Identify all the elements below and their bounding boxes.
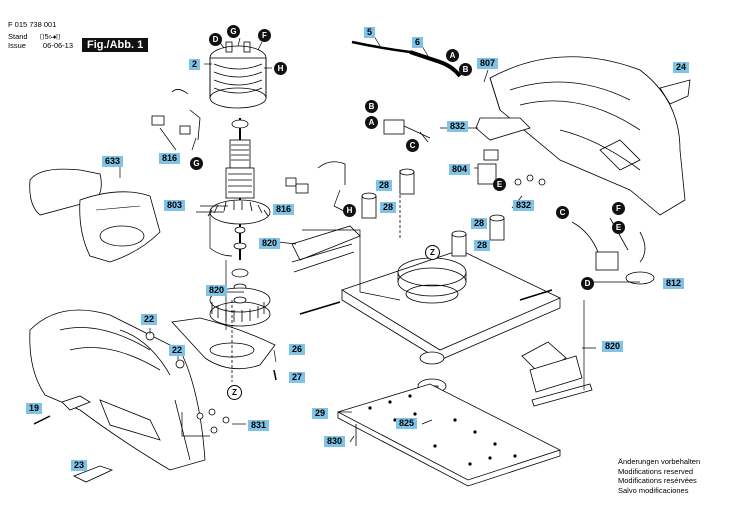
part-label-28-d: 28: [474, 240, 491, 251]
base-plate-drawing: [299, 170, 561, 361]
doc-number: F 015 738 001: [8, 20, 57, 29]
part-label-28-c: 28: [471, 218, 488, 229]
part-label-22-a: 22: [141, 314, 158, 325]
fan-drawing: [209, 268, 271, 327]
part-label-832-a: 831: [248, 420, 270, 431]
part-label-29: 29: [312, 408, 329, 419]
part-label-22-b: 22: [169, 345, 186, 356]
part-label-24: 24: [673, 62, 690, 73]
zoom-marker-z: Z: [425, 245, 440, 260]
note-line-en: Modifications reserved: [618, 466, 694, 476]
issue-label: Issue: [8, 41, 26, 50]
part-label-21: 832: [447, 121, 469, 132]
brushes-drawing: [151, 89, 346, 194]
zoom-marker-z-2: Z: [227, 385, 242, 400]
part-label-6: 6: [412, 37, 424, 48]
note-line-es: Salvo modificaciones: [618, 485, 689, 495]
part-label-807: 807: [477, 58, 499, 69]
part-label-804: 804: [449, 164, 471, 175]
connector-d-2: D: [581, 277, 594, 290]
cord-drawing: [351, 40, 462, 78]
part-label-23: 23: [71, 460, 88, 471]
housing-left-drawing: [29, 309, 206, 471]
issue-date: 06-06-13: [43, 41, 74, 50]
part-label-816-a: 816: [159, 153, 181, 164]
connector-b-2: B: [365, 100, 378, 113]
sanding-pad-drawing: [336, 383, 562, 487]
cover-drawing: [475, 117, 531, 141]
connector-g-2: G: [190, 157, 203, 170]
switch-drawing: [383, 119, 431, 143]
part-label-812: 812: [663, 278, 685, 289]
part-label-28-a: 28: [376, 180, 393, 191]
shroud-drawing: [171, 300, 276, 382]
module-drawing: [571, 217, 655, 285]
connector-a-2: A: [365, 116, 378, 129]
connector-a: A: [446, 49, 459, 62]
housing-right-drawing: [489, 56, 686, 216]
part-label-27: 27: [289, 372, 306, 383]
stand-label: Stand: [8, 32, 28, 41]
connector-c-2: C: [556, 206, 569, 219]
stand-mark: ⌷5⊶⌷: [40, 32, 61, 41]
connector-d: D: [209, 33, 222, 46]
part-label-803: 803: [164, 200, 186, 211]
part-label-825: 820: [206, 285, 228, 296]
connector-f-2: F: [612, 202, 625, 215]
connector-e: E: [493, 178, 506, 191]
part-label-830: 825: [396, 418, 418, 429]
connector-b: B: [459, 63, 472, 76]
part-label-633: 633: [102, 156, 124, 167]
connector-f: F: [258, 29, 271, 42]
connector-h-2: H: [343, 204, 356, 217]
dust-box-drawing: [29, 168, 161, 263]
cylinders-drawing: [361, 168, 505, 257]
connector-c: C: [406, 139, 419, 152]
figure-label: Fig./Abb. 1: [82, 38, 149, 52]
screws-drawing: [196, 174, 546, 434]
part-label-816-b: 816: [273, 204, 295, 215]
clamp-drawing: [659, 79, 691, 105]
part-label-832-b: 832: [513, 200, 535, 211]
part-label-820-b: 820: [602, 341, 624, 352]
connector-g: G: [227, 25, 240, 38]
connector-e-2: E: [612, 221, 625, 234]
field-coil-drawing: [209, 41, 267, 109]
part-label-28-b: 28: [380, 202, 397, 213]
part-label-820-a: 820: [259, 238, 281, 249]
dust-adapter-drawing: [521, 341, 593, 407]
part-label-19: 19: [26, 403, 43, 414]
note-line-fr: Modifications resérvées: [618, 476, 697, 485]
bracket-left-drawing: [291, 225, 361, 261]
electronics-drawing: [477, 163, 497, 185]
part-label-831: 830: [324, 436, 346, 447]
modifications-note: Änderungen vorbehalten Modifications res…: [618, 457, 700, 495]
part-label-26: 26: [289, 344, 306, 355]
note-line-de: Änderungen vorbehalten: [618, 457, 701, 466]
connector-h: H: [274, 62, 287, 75]
part-label-5: 5: [364, 27, 376, 38]
part-label-2: 2: [189, 59, 201, 70]
